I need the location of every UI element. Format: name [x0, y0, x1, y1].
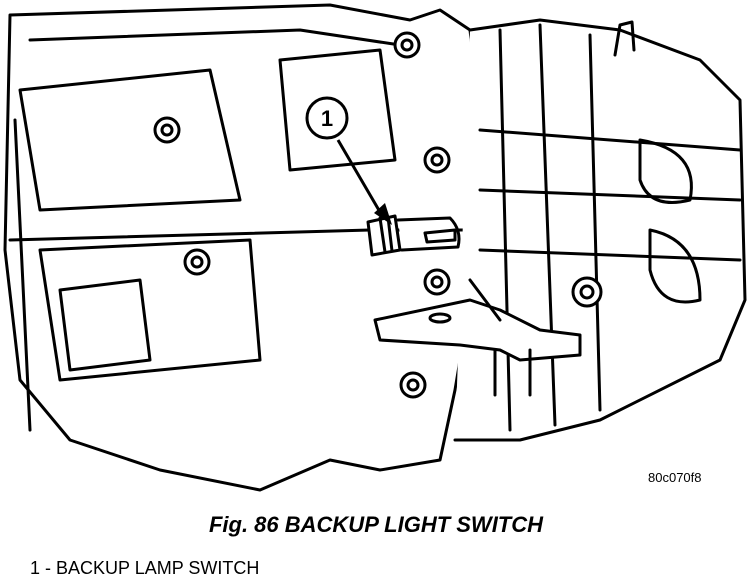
bolt-5 [423, 268, 451, 296]
case-rib-upper [28, 28, 402, 47]
housing-cutout-1 [638, 138, 693, 204]
housing-rib-1 [498, 28, 512, 432]
case-outline [3, 3, 482, 492]
bolt-3 [423, 146, 451, 174]
figure-caption: Fig. 86 BACKUP LIGHT SWITCH [208, 512, 544, 537]
backup-lamp-switch [366, 214, 461, 257]
case-rib-lower [38, 238, 262, 382]
bolt-4 [183, 248, 211, 276]
housing-grid-3 [478, 248, 742, 262]
breather-tube [613, 20, 636, 57]
callout-1: 1 [305, 96, 349, 140]
callout-number: 1 [321, 106, 333, 131]
housing-cutout-2 [648, 228, 702, 304]
image-code: 80c070f8 [648, 470, 702, 485]
housing-grid-1 [478, 128, 742, 152]
case-hatch-2 [278, 48, 397, 172]
bracket-stud [493, 348, 532, 397]
case-edge-left [13, 118, 32, 432]
bolt-2 [153, 116, 181, 144]
callout-arrow [336, 139, 392, 225]
bracket-hole [428, 312, 452, 324]
bolt-7 [571, 276, 603, 308]
bracket-support [468, 278, 502, 322]
bolt-1 [393, 31, 421, 59]
transmission-illustration: 1 [3, 3, 747, 492]
legend-item: 1 - BACKUP LAMP SWITCH [30, 558, 260, 578]
housing-grid-2 [478, 188, 742, 202]
housing-rib-3 [588, 33, 602, 412]
case-rib-mid [18, 68, 242, 212]
bolt-6 [399, 371, 427, 399]
case-hatch-1 [58, 278, 152, 372]
